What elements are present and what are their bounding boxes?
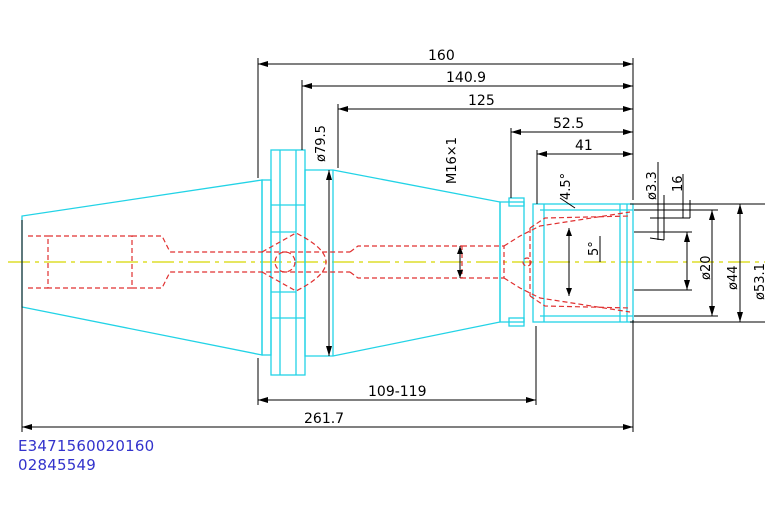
dimension-lines [21,58,765,432]
dimension-arrows [22,61,743,430]
dim-261-7: 261.7 [304,411,344,427]
dim-dia-44: ø44 [726,266,741,291]
dim-dia-3-3: ø3.3 [645,171,660,200]
dim-160: 160 [428,48,455,64]
dim-16: 16 [671,175,686,192]
dim-4-5-deg: 4.5° [559,173,574,200]
dim-dia-53-1: ø53.1 [753,263,767,300]
dim-52-5: 52.5 [553,116,584,132]
dim-125: 125 [468,93,495,109]
dim-109-119: 109-119 [368,384,427,400]
part-code-line-1: E3471560020160 [18,437,155,455]
dim-m16x1: M16×1 [445,137,460,184]
dim-dia-79-5: ø79.5 [314,125,329,162]
dim-140-9: 140.9 [446,70,486,86]
dim-41: 41 [575,138,593,154]
dim-5-deg: 5° [587,241,602,256]
hidden-features [28,211,631,313]
part-code-line-2: 02845549 [18,456,96,474]
dim-dia-20: ø20 [699,256,714,281]
holder-outline [21,149,634,376]
